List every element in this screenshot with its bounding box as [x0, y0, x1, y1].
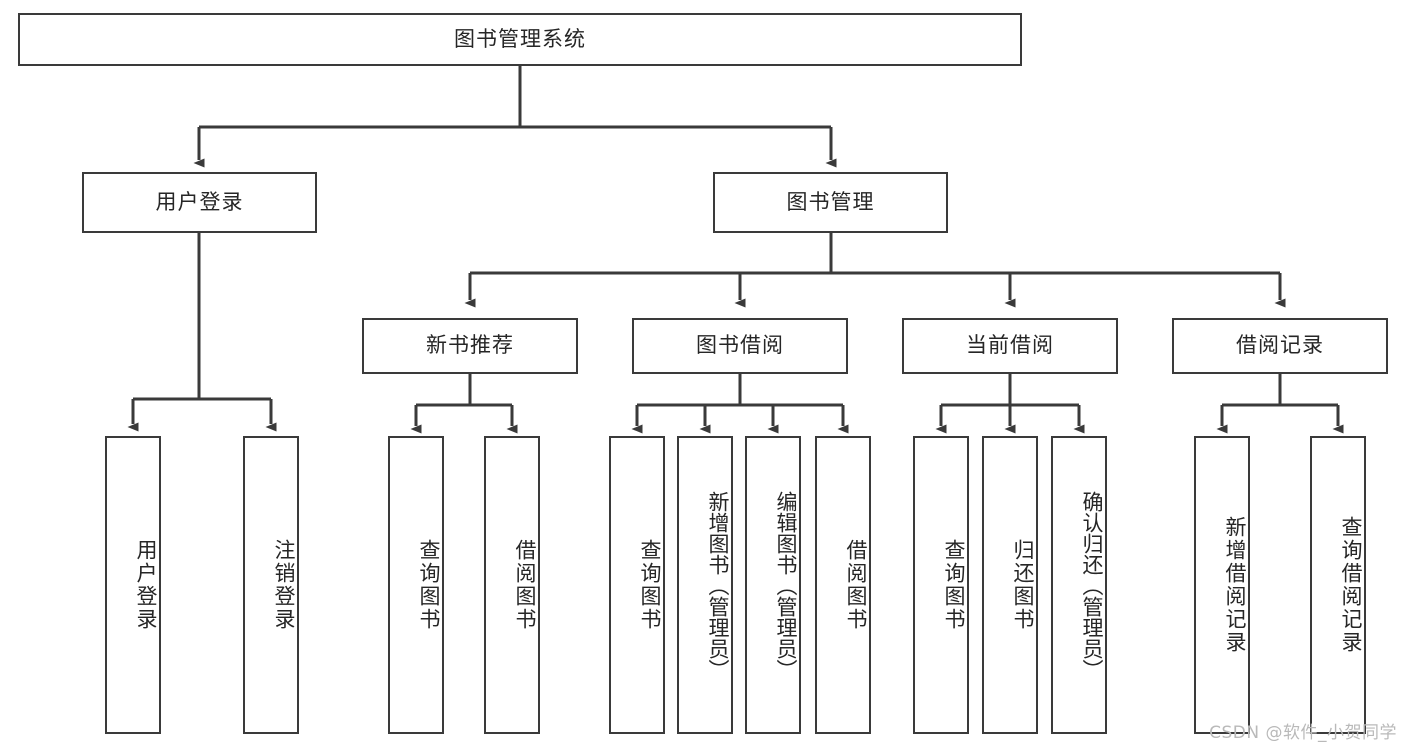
node-label: 注销登录 [272, 539, 296, 631]
node-root-system[interactable]: 图书管理系统 [18, 13, 1022, 66]
node-label: 归还图书 [1011, 539, 1035, 631]
node-label: 新增图书（管理员） [706, 490, 730, 680]
leaf-current-return-book[interactable]: 归还图书 [982, 436, 1038, 734]
node-label: 查询图书 [417, 539, 441, 631]
node-book-borrow[interactable]: 图书借阅 [632, 318, 848, 374]
node-label: 图书管理系统 [454, 26, 586, 51]
node-label: 编辑图书（管理员） [774, 490, 798, 680]
node-new-book-recommend[interactable]: 新书推荐 [362, 318, 578, 374]
node-label: 确认归还（管理员） [1080, 490, 1104, 680]
node-label: 新书推荐 [426, 333, 514, 358]
watermark: CSDN @软件_小贺同学 [1209, 723, 1397, 743]
node-borrow-record[interactable]: 借阅记录 [1172, 318, 1388, 374]
leaf-current-query-book[interactable]: 查询图书 [913, 436, 969, 734]
node-label: 借阅记录 [1236, 333, 1324, 358]
node-current-borrow[interactable]: 当前借阅 [902, 318, 1118, 374]
node-label: 图书借阅 [696, 333, 784, 358]
leaf-new-book-query[interactable]: 查询图书 [388, 436, 444, 734]
node-label: 新增借阅记录 [1223, 516, 1247, 654]
node-label: 用户登录 [155, 189, 244, 214]
node-label: 查询图书 [942, 539, 966, 631]
leaf-current-confirm-return-admin[interactable]: 确认归还（管理员） [1051, 436, 1107, 734]
node-label: 查询借阅记录 [1339, 516, 1363, 654]
leaf-borrow-add-book-admin[interactable]: 新增图书（管理员） [677, 436, 733, 734]
leaf-user-login-login[interactable]: 用户登录 [105, 436, 161, 734]
leaf-new-book-borrow[interactable]: 借阅图书 [484, 436, 540, 734]
node-label: 借阅图书 [844, 539, 868, 631]
node-label: 查询图书 [638, 539, 662, 631]
leaf-user-login-logout[interactable]: 注销登录 [243, 436, 299, 734]
node-label: 借阅图书 [513, 539, 537, 631]
leaf-record-add-record[interactable]: 新增借阅记录 [1194, 436, 1250, 734]
leaf-record-query-record[interactable]: 查询借阅记录 [1310, 436, 1366, 734]
node-label: 用户登录 [134, 539, 158, 631]
leaf-borrow-borrow-book[interactable]: 借阅图书 [815, 436, 871, 734]
leaf-borrow-query-book[interactable]: 查询图书 [609, 436, 665, 734]
node-label: 图书管理 [786, 189, 875, 214]
node-user-login[interactable]: 用户登录 [82, 172, 317, 233]
node-book-management[interactable]: 图书管理 [713, 172, 948, 233]
leaf-borrow-edit-book-admin[interactable]: 编辑图书（管理员） [745, 436, 801, 734]
node-label: 当前借阅 [966, 333, 1054, 358]
